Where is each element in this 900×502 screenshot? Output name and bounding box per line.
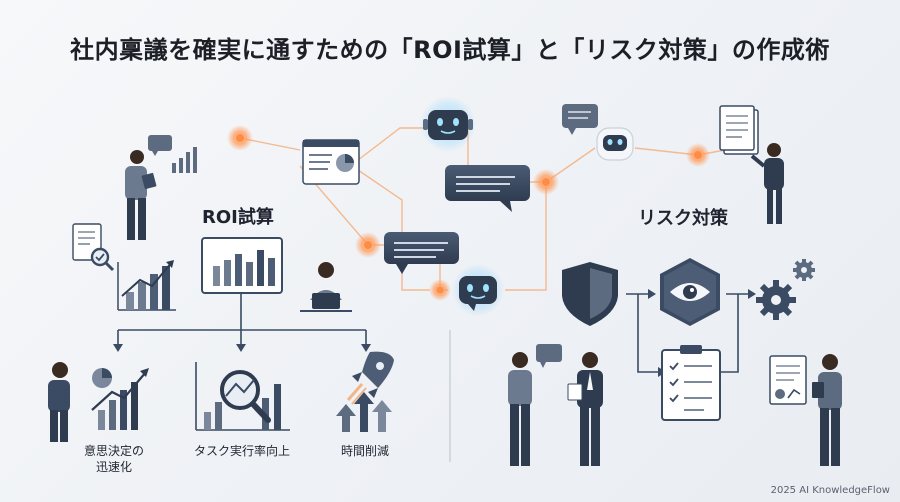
copyright-footer: 2025 AI KnowledgeFlow [770, 485, 890, 496]
risk-section-heading: リスク対策 [638, 208, 728, 229]
page-title: 社内稟議を確実に通すための「ROI試算」と「リスク対策」の作成術 [70, 36, 830, 64]
document-icon [719, 105, 759, 155]
shield-icon [562, 262, 618, 326]
robot-icon [420, 96, 476, 152]
roi-section-heading: ROI試算 [202, 207, 274, 228]
chat-bubble-icon [445, 165, 530, 212]
person-with-tablet-icon [125, 150, 157, 240]
benefit-label-task-rate: タスク実行率向上 [193, 444, 290, 458]
chat-bubble-icon [536, 344, 562, 368]
branch-arrows [117, 293, 367, 346]
chat-bubble-icon [562, 104, 598, 135]
report-document-icon [769, 355, 807, 405]
gear-icon [793, 259, 815, 281]
chat-bubble-icon [148, 135, 172, 156]
person-with-clipboard-icon [812, 354, 842, 466]
robot-icon [596, 127, 634, 161]
two-people-discussing-icon [508, 352, 603, 466]
roi-chart-board [201, 237, 283, 294]
chat-bubble-icon [384, 232, 459, 274]
rocket-icon [336, 351, 394, 432]
benefit-label-time-saving: 時間削減 [340, 444, 389, 458]
person-at-laptop-icon [300, 262, 352, 312]
checklist-clipboard-icon [661, 345, 721, 421]
bar-chart-icon [172, 147, 197, 173]
robot-icon [452, 264, 504, 316]
eye-monitor-icon [660, 258, 720, 326]
benefit-label-decision: 意思決定の 迅速化 [83, 444, 144, 474]
person-with-growth-chart-icon [48, 362, 149, 442]
gear-icon [756, 280, 796, 320]
network-nodes [227, 125, 710, 301]
dashboard-window-icon [302, 139, 360, 185]
magnifier-chart-icon [195, 362, 290, 431]
growth-chart-icon [117, 260, 176, 311]
document-search-icon [72, 223, 115, 272]
flow-arrows [626, 293, 750, 373]
person-presenting-icon [750, 143, 784, 224]
